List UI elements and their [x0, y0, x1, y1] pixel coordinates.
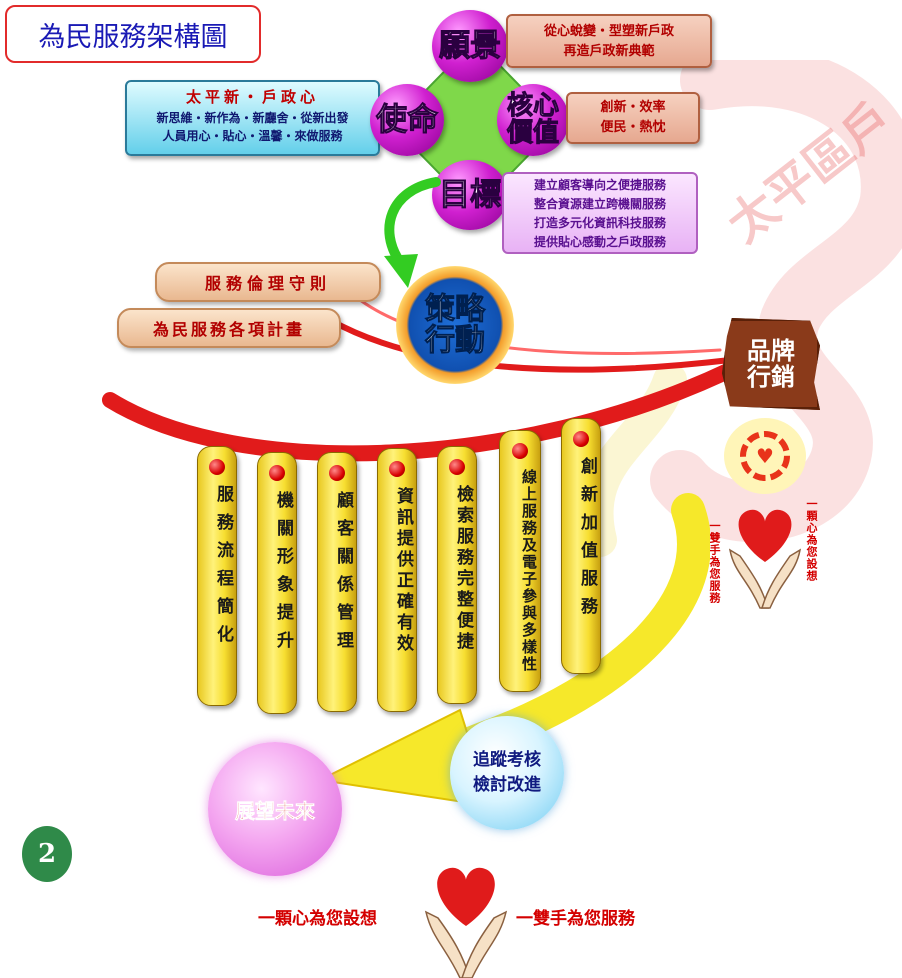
core-values-label: 核心 價值 [506, 90, 559, 148]
pillar-2-text: 機關形象提升 [273, 491, 293, 659]
goals-box: 建立顧客導向之便捷服務 整合資源建立跨機關服務 打造多元化資訊科技服務 提供貼心… [502, 172, 698, 254]
page-title: 為民服務架構圖 [5, 5, 261, 63]
green-curve-arrow [384, 177, 441, 288]
mission-node: 使命 [370, 84, 444, 156]
vision-node: 願景 [432, 10, 508, 82]
heart-hands-bottom-icon [424, 867, 508, 978]
bottom-slogan-left: 一顆心為您設想 [258, 909, 377, 929]
pillar-4-text: 資訊提供正確有效 [393, 487, 413, 655]
emblem-icon: ♥ [724, 418, 806, 494]
goals-node: 目標 [432, 160, 508, 230]
goals-label: 目標 [439, 176, 502, 213]
pill-service-plans: 為民服務各項計畫 [117, 308, 341, 348]
track-review-label: 追蹤考核 檢討改進 [473, 749, 541, 796]
future-label: 展望未來 [235, 798, 316, 823]
pillar-bead-icon [512, 443, 528, 459]
pillar-1-text: 服務流程簡化 [213, 485, 233, 653]
pillar-3: 顧客關係管理 [317, 452, 357, 712]
brand-slogan-right: 一顆心為您設想 [805, 498, 818, 582]
pill-ethics-code: 服務倫理守則 [155, 262, 381, 302]
pillar-5: 檢索服務完整便捷 [437, 446, 477, 704]
pillar-bead-icon [209, 459, 225, 475]
vision-line-1: 從心蛻變・型塑新戶政 [543, 24, 674, 39]
brand-slogan-left: 一雙手為您服務 [708, 520, 721, 604]
pillar-7-text: 創新加值服務 [577, 457, 597, 625]
pillar-4: 資訊提供正確有效 [377, 448, 417, 712]
pillar-3-text: 顧客關係管理 [333, 491, 353, 659]
pillar-1: 服務流程簡化 [197, 446, 237, 706]
pillar-5-text: 檢索服務完整便捷 [453, 485, 473, 653]
page-number-badge: 2 [22, 826, 72, 882]
mission-line-2: 人員用心・貼心・溫馨・來做服務 [162, 129, 343, 143]
brand-box: 品牌 行銷 [722, 318, 820, 410]
mission-label: 使命 [376, 101, 439, 138]
pillar-bead-icon [329, 465, 345, 481]
mission-header: 太平新・戶政心 [185, 88, 319, 106]
pillar-6-text: 線上服務及電子參與多樣性 [520, 469, 538, 673]
strategy-label: 策略 行動 [425, 291, 486, 358]
vision-label: 願景 [439, 27, 502, 64]
goals-line-3: 打造多元化資訊科技服務 [533, 216, 666, 230]
pillar-7: 創新加值服務 [561, 418, 601, 674]
bottom-slogan-right: 一雙手為您服務 [516, 909, 635, 929]
heart-hands-icon [728, 509, 802, 609]
pillar-2: 機關形象提升 [257, 452, 297, 714]
strategy-node: 策略 行動 [396, 266, 514, 384]
pillar-6: 線上服務及電子參與多樣性 [499, 430, 541, 692]
pillar-bead-icon [449, 459, 465, 475]
pillar-bead-icon [269, 465, 285, 481]
core-values-node: 核心 價值 [497, 84, 569, 156]
core-values-line-1: 創新・效率 [600, 100, 666, 115]
mission-line-1: 新思維・新作為・新廳舍・從新出發 [156, 111, 349, 125]
goals-line-1: 建立顧客導向之便捷服務 [533, 178, 666, 192]
pillar-bead-icon [573, 431, 589, 447]
pillar-bead-icon [389, 461, 405, 477]
future-node: 展望未來 [208, 742, 342, 876]
brand-label: 品牌 行銷 [747, 336, 795, 391]
mission-box: 太平新・戶政心 新思維・新作為・新廳舍・從新出發 人員用心・貼心・溫馨・來做服務 [125, 80, 380, 156]
vision-box: 從心蛻變・型塑新戶政 再造戶政新典範 [506, 14, 712, 68]
core-values-line-2: 便民・熱忱 [600, 120, 666, 135]
vision-line-2: 再造戶政新典範 [563, 44, 655, 59]
track-review-node: 追蹤考核 檢討改進 [450, 716, 564, 830]
core-values-box: 創新・效率 便民・熱忱 [566, 92, 700, 144]
goals-line-4: 提供貼心感動之戶政服務 [533, 235, 666, 249]
goals-line-2: 整合資源建立跨機關服務 [533, 197, 666, 211]
